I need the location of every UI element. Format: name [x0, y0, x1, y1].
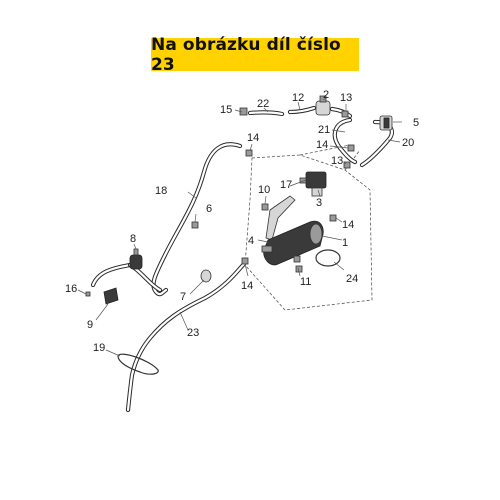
callout-2: 2 [323, 89, 329, 101]
clamp-14-right [329, 214, 337, 222]
clamp-14-mid [347, 144, 355, 152]
hose-21 [332, 117, 358, 165]
valve-8 [129, 248, 143, 270]
valve-2 [315, 95, 331, 116]
callout-11: 11 [300, 276, 311, 288]
hose-22 [247, 110, 285, 117]
nut-11 [293, 255, 303, 273]
callout-10: 10 [258, 184, 270, 196]
callout-9: 9 [87, 319, 93, 331]
callout-13-top: 13 [340, 92, 352, 104]
bolt-10 [261, 203, 269, 211]
clamp-14-top [245, 149, 253, 157]
hose-12 [287, 105, 317, 115]
callout-12: 12 [292, 92, 304, 104]
canister-1 [261, 220, 324, 266]
clip-16 [85, 291, 91, 297]
callout-19: 19 [93, 342, 105, 354]
callout-22: 22 [257, 98, 269, 110]
callout-14-bottom: 14 [241, 280, 253, 292]
banner-text: Na obrázku díl číslo 23 [151, 34, 341, 75]
callout-8: 8 [130, 233, 136, 245]
callout-4: 4 [248, 235, 254, 247]
callout-17: 17 [280, 179, 292, 191]
leader-lines [77, 97, 402, 357]
callout-14-right: 14 [342, 219, 354, 231]
callout-6: 6 [206, 203, 212, 215]
clip-5 [379, 115, 393, 131]
clamp-14-bottom [241, 257, 249, 265]
hose-left-lower [90, 262, 163, 293]
bracket-4 [265, 195, 296, 241]
callout-3: 3 [316, 197, 322, 209]
clip-9 [103, 287, 119, 305]
strap-19 [117, 353, 159, 375]
callout-24: 24 [346, 273, 358, 285]
callout-14-top: 14 [247, 132, 259, 144]
callout-15: 15 [220, 104, 232, 116]
callout-labels: 1 2 3 4 5 6 7 8 9 10 11 12 13 13 14 14 1… [65, 89, 419, 354]
solenoid-valve-3 [299, 171, 327, 197]
band-24 [315, 249, 341, 267]
callout-21: 21 [318, 124, 330, 136]
callout-5: 5 [413, 117, 419, 129]
part-number-banner: Na obrázku díl číslo 23 [151, 35, 359, 75]
callout-16: 16 [65, 283, 77, 295]
callout-18: 18 [155, 185, 167, 197]
callout-7: 7 [180, 291, 186, 303]
callout-13-mid: 13 [331, 155, 343, 167]
callout-20: 20 [402, 137, 414, 149]
callout-1: 1 [342, 237, 348, 249]
clamp-13-mid [343, 161, 351, 169]
ring-7 [200, 269, 212, 283]
callout-23: 23 [187, 327, 199, 339]
hose-23 [125, 261, 247, 413]
callout-14-mid: 14 [316, 139, 328, 151]
hose-18 [151, 142, 243, 297]
screw-6 [191, 221, 199, 229]
clamp-13-top [341, 110, 349, 118]
